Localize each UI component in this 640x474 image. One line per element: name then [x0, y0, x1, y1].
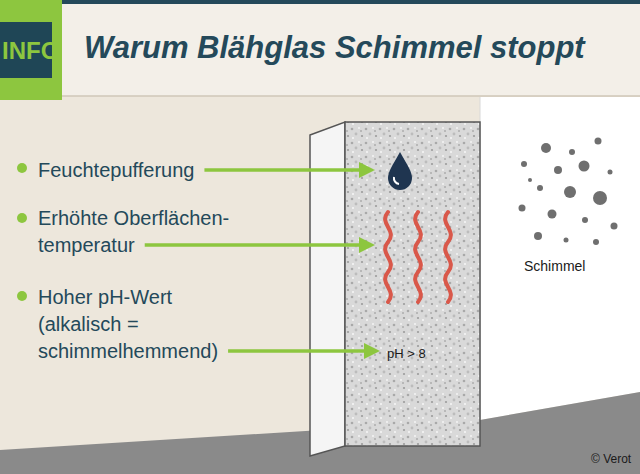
title: Warum Blähglas Schimmel stoppt	[84, 30, 585, 66]
leader-line	[228, 349, 368, 353]
ph-label: pH > 8	[387, 346, 426, 361]
wall-panel: pH > 8	[345, 122, 480, 446]
bullet-text: Erhöhte Oberflächen- temperatur	[38, 205, 254, 259]
leader-line	[145, 243, 363, 247]
bullet-text: Hoher pH-Wert (alkalisch = schimmelhemme…	[38, 284, 230, 365]
info-badge: INFO	[2, 35, 59, 67]
arrow-head	[359, 237, 375, 253]
arrow-head	[364, 343, 380, 359]
leader-line	[204, 168, 363, 172]
bullet-text: Feuchtepufferung	[38, 157, 194, 184]
mold-label: Schimmel	[524, 257, 585, 276]
arrow-head	[359, 162, 375, 178]
copyright: © Verot	[591, 451, 631, 467]
